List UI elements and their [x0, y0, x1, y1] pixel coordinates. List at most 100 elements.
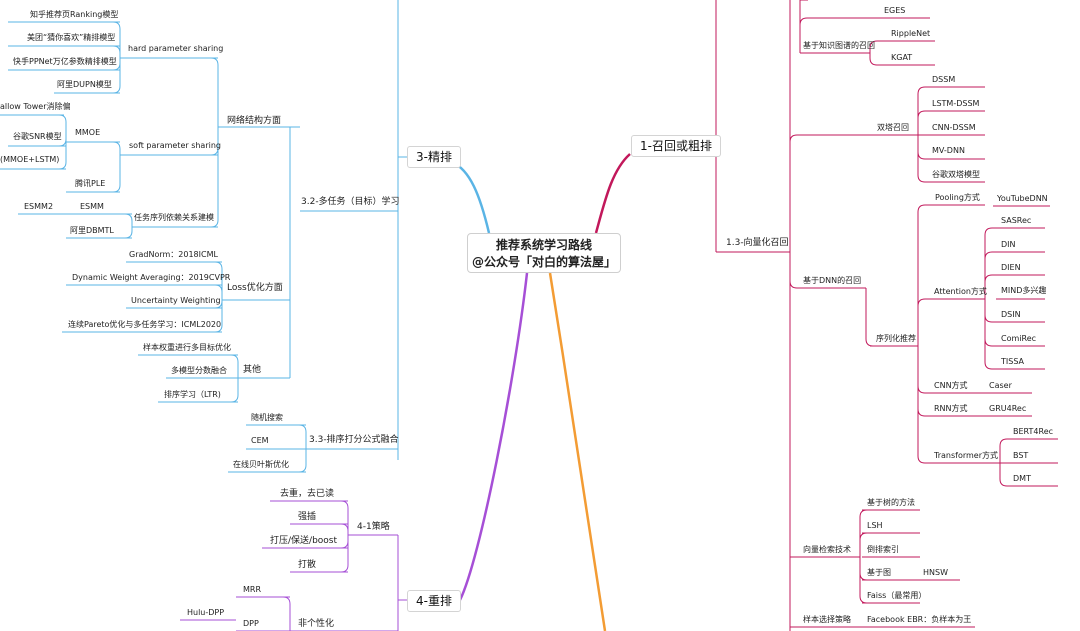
node-hard-sharing[interactable]: hard parameter sharing	[128, 44, 224, 53]
edge-center-bottom	[548, 272, 607, 631]
node-mv-dnn[interactable]: MV-DNN	[932, 146, 965, 155]
edge-center-recall	[594, 153, 631, 234]
node-hard-2[interactable]: 美团“猜你喜欢”精排模型	[27, 33, 116, 42]
node-shallow-tower[interactable]: allow Tower消除偏	[0, 102, 71, 111]
branch-connector	[869, 53, 886, 66]
node-network[interactable]: 网络结构方面	[227, 116, 282, 126]
node-fusion-1[interactable]: 随机搜索	[251, 413, 283, 422]
node-loss-4[interactable]: 连续Pareto优化与多任务学习：ICML2020	[68, 320, 222, 329]
node-esmm2[interactable]: ESMM2	[24, 202, 54, 211]
node-mmoe-lstm[interactable]: (MMOE+LSTM)	[0, 155, 60, 164]
node-caser[interactable]: Caser	[989, 381, 1012, 390]
node-strategy-1[interactable]: 去重，去已读	[280, 489, 335, 499]
node-vector-recall[interactable]: 1.3-向量化召回	[726, 238, 789, 248]
branch-connector	[789, 252, 800, 289]
node-sampling[interactable]: 样本选择策略	[803, 615, 851, 624]
node-dmt[interactable]: DMT	[1013, 474, 1031, 483]
center-node[interactable]: 推荐系统学习路线 @公众号「对白的算法屋」	[467, 233, 621, 273]
node-strategy-3[interactable]: 打压/保送/boost	[270, 536, 338, 546]
branch-connector	[58, 114, 67, 142]
node-other-3[interactable]: 排序学习（LTR)	[164, 390, 221, 399]
node-soft-sharing[interactable]: soft parameter sharing	[129, 141, 221, 150]
node-cnn-dssm[interactable]: CNN-DSSM	[932, 123, 976, 132]
node-hard-3[interactable]: 快手PPNet万亿参数精排模型	[13, 57, 117, 66]
node-transformer[interactable]: Transformer方式	[934, 451, 999, 460]
node-bst[interactable]: BST	[1013, 451, 1029, 460]
node-comirec[interactable]: ComiRec	[1001, 334, 1037, 343]
branch-connector	[290, 523, 349, 535]
node-loss[interactable]: Loss优化方面	[227, 283, 283, 293]
node-retrieval[interactable]: 向量检索技术	[803, 545, 851, 554]
node-lsh[interactable]: LSH	[867, 521, 883, 530]
node-rnn-way[interactable]: RNN方式	[934, 404, 968, 413]
node-dien[interactable]: DIEN	[1001, 263, 1021, 272]
node-loss-1[interactable]: GradNorm：2018ICML	[129, 250, 218, 259]
node-gru4rec[interactable]: GRU4Rec	[989, 404, 1027, 413]
node-strategy-4[interactable]: 打散	[298, 560, 317, 570]
node-tree-method[interactable]: 基于树的方法	[867, 498, 915, 507]
node-other[interactable]: 其他	[243, 365, 262, 375]
node-hnsw[interactable]: HNSW	[923, 568, 948, 577]
node-other-2[interactable]: 多模型分数融合	[171, 366, 227, 375]
node-other-1[interactable]: 样本权重进行多目标优化	[143, 343, 231, 352]
node-two-tower[interactable]: 双塔召回	[877, 123, 909, 132]
node-ripplenet[interactable]: RippleNet	[891, 29, 931, 38]
node-mrr[interactable]: MRR	[243, 585, 262, 594]
node-nonpersonal[interactable]: 非个性化	[298, 619, 335, 629]
branch-connector	[917, 346, 930, 417]
node-ranking[interactable]: 3-精排	[407, 146, 461, 168]
node-youtubednn[interactable]: YouTubeDNN	[997, 194, 1048, 203]
node-loss-3[interactable]: Uncertainty Weighting	[131, 296, 221, 305]
node-dssm[interactable]: DSSM	[932, 75, 956, 84]
branch-connector	[917, 346, 930, 464]
edge-center-rerank	[458, 272, 529, 601]
node-lstm-dssm[interactable]: LSTM-DSSM	[932, 99, 980, 108]
node-kg-recall[interactable]: 基于知识图谱的召回	[803, 41, 875, 50]
node-hard-4[interactable]: 阿里DUPN模型	[57, 80, 112, 89]
node-kgat[interactable]: KGAT	[891, 53, 913, 62]
branch-connector	[789, 134, 870, 252]
node-rerank[interactable]: 4-重排	[407, 590, 461, 612]
node-mind[interactable]: MIND多兴趣	[1001, 286, 1047, 295]
node-sasrec[interactable]: SASRec	[1001, 216, 1032, 225]
node-strategy-2[interactable]: 强插	[298, 512, 317, 522]
node-google-two-tower[interactable]: 谷歌双塔模型	[932, 170, 980, 179]
node-hulu-dpp[interactable]: Hulu-DPP	[187, 608, 225, 617]
node-strategy[interactable]: 4-1策略	[357, 522, 390, 532]
node-eges[interactable]: EGES	[884, 6, 906, 15]
node-graph-based[interactable]: 基于图	[867, 568, 891, 577]
node-inverted-index[interactable]: 倒排索引	[867, 545, 899, 554]
node-sequential[interactable]: 序列化推荐	[876, 334, 916, 343]
node-dbmtl[interactable]: 阿里DBMTL	[70, 226, 114, 235]
edge-center-ranking	[451, 160, 491, 234]
node-dsin[interactable]: DSIN	[1001, 310, 1021, 319]
node-attention[interactable]: Attention方式	[934, 287, 987, 296]
node-google-snr[interactable]: 谷歌SNR模型	[13, 132, 62, 141]
node-bert4rec[interactable]: BERT4Rec	[1013, 427, 1054, 436]
branch-connector	[917, 346, 930, 394]
node-esmm[interactable]: ESMM	[80, 202, 104, 211]
node-facebook-ebr[interactable]: Facebook EBR：负样本为王	[867, 615, 972, 624]
node-mmoe[interactable]: MMOE	[75, 128, 101, 137]
node-fusion[interactable]: 3.3-排序打分公式融合	[309, 435, 399, 445]
node-tissa[interactable]: TISSA	[1001, 357, 1025, 366]
node-task-dependency[interactable]: 任务序列依赖关系建模	[134, 213, 214, 222]
branch-connector	[66, 141, 121, 155]
node-pooling[interactable]: Pooling方式	[935, 193, 980, 202]
branch-connector	[917, 135, 926, 183]
node-recall[interactable]: 1-召回或粗排	[631, 135, 721, 157]
node-cnn-way[interactable]: CNN方式	[934, 381, 968, 390]
node-multitask[interactable]: 3.2-多任务（目标）学习	[301, 197, 400, 207]
node-din[interactable]: DIN	[1001, 240, 1016, 249]
node-faiss[interactable]: Faiss（最常用）	[867, 591, 927, 600]
node-fusion-3[interactable]: 在线贝叶斯优化	[233, 460, 289, 469]
node-tencent-ple[interactable]: 腾讯PLE	[75, 179, 106, 188]
node-hard-1[interactable]: 知乎推荐页Ranking模型	[30, 10, 119, 19]
node-dnn-recall[interactable]: 基于DNN的召回	[803, 276, 862, 285]
node-dpp[interactable]: DPP	[243, 619, 259, 628]
node-loss-2[interactable]: Dynamic Weight Averaging：2019CVPR	[72, 273, 231, 282]
node-fusion-2[interactable]: CEM	[251, 436, 269, 445]
branch-connector	[984, 274, 996, 299]
branch-connector	[120, 57, 219, 127]
